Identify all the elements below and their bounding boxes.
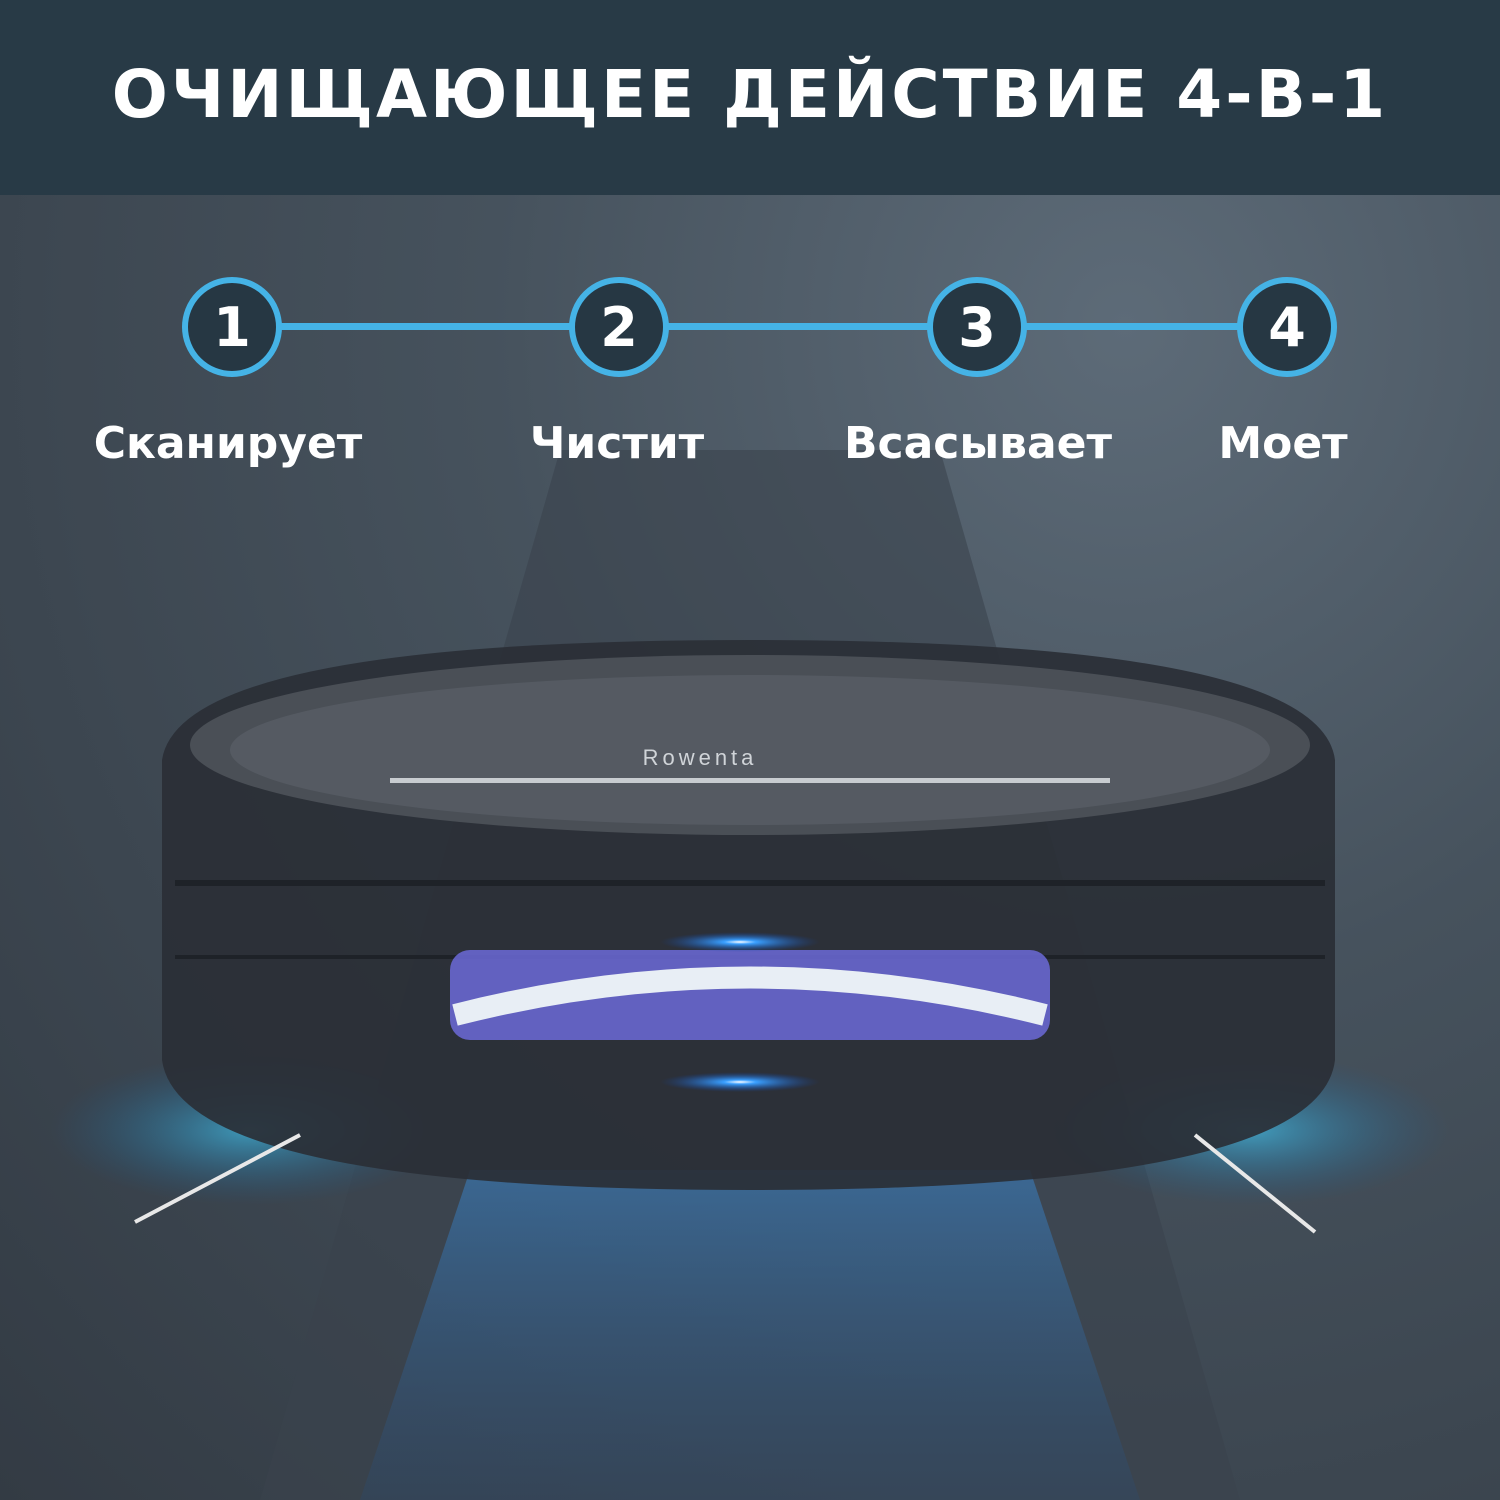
header-banner: ОЧИЩАЮЩЕЕ ДЕЙСТВИЕ 4-В-1	[0, 0, 1500, 195]
brand-logo: Rowenta	[643, 745, 758, 770]
step-4-label: Моет	[1218, 418, 1348, 469]
step-connector	[1025, 323, 1239, 330]
step-3-badge: 3	[927, 277, 1027, 377]
step-3-label: Всасывает	[843, 418, 1113, 469]
step-2-label: Чистит	[529, 418, 705, 469]
step-connector	[667, 323, 929, 330]
step-1-label: Сканирует	[93, 418, 363, 469]
step-2-badge: 2	[569, 277, 669, 377]
side-brush-left	[134, 1133, 301, 1224]
suction-trail	[360, 1170, 1140, 1500]
page-title: ОЧИЩАЮЩЕЕ ДЕЙСТВИЕ 4-В-1	[111, 56, 1389, 133]
side-brush-right	[1193, 1133, 1317, 1234]
step-4-badge: 4	[1237, 277, 1337, 377]
step-1-badge: 1	[182, 277, 282, 377]
step-connector	[280, 323, 572, 330]
main-brush	[450, 950, 1050, 1040]
